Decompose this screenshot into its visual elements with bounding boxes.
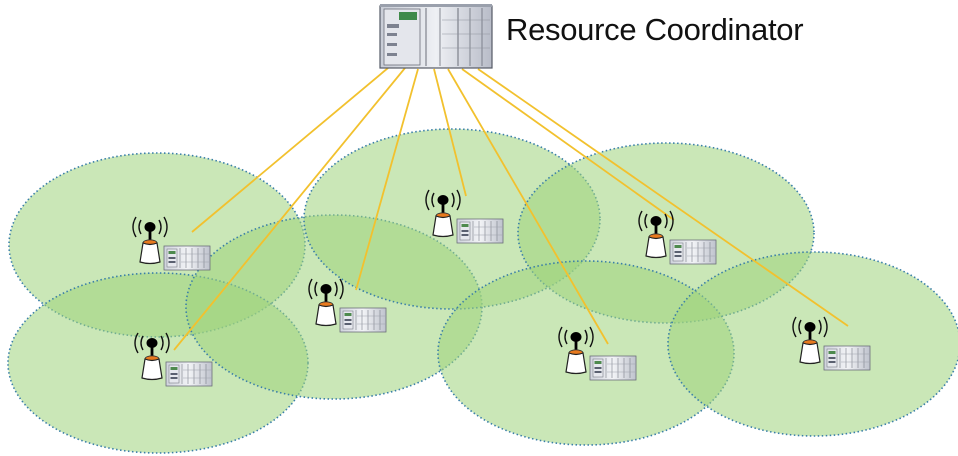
link-line-1 [191,67,389,233]
server-rack-icon [379,4,493,69]
equipment-rack-icon [163,245,211,271]
resource-coordinator-label: Resource Coordinator [506,12,804,47]
equipment-rack-icon [823,345,871,371]
link-line-5 [461,68,675,221]
coverage-cells [7,128,958,454]
coordinator-links [173,67,849,351]
equipment-rack-icon [669,239,717,265]
link-line-6 [447,68,609,345]
link-line-4 [433,68,467,197]
link-line-3 [355,68,419,291]
equipment-rack-icon [589,355,637,381]
equipment-rack-icon [456,218,504,244]
equipment-rack-icon [339,307,387,333]
link-line-7 [477,68,849,327]
link-line-2 [173,67,406,351]
equipment-rack-icon [165,361,213,387]
